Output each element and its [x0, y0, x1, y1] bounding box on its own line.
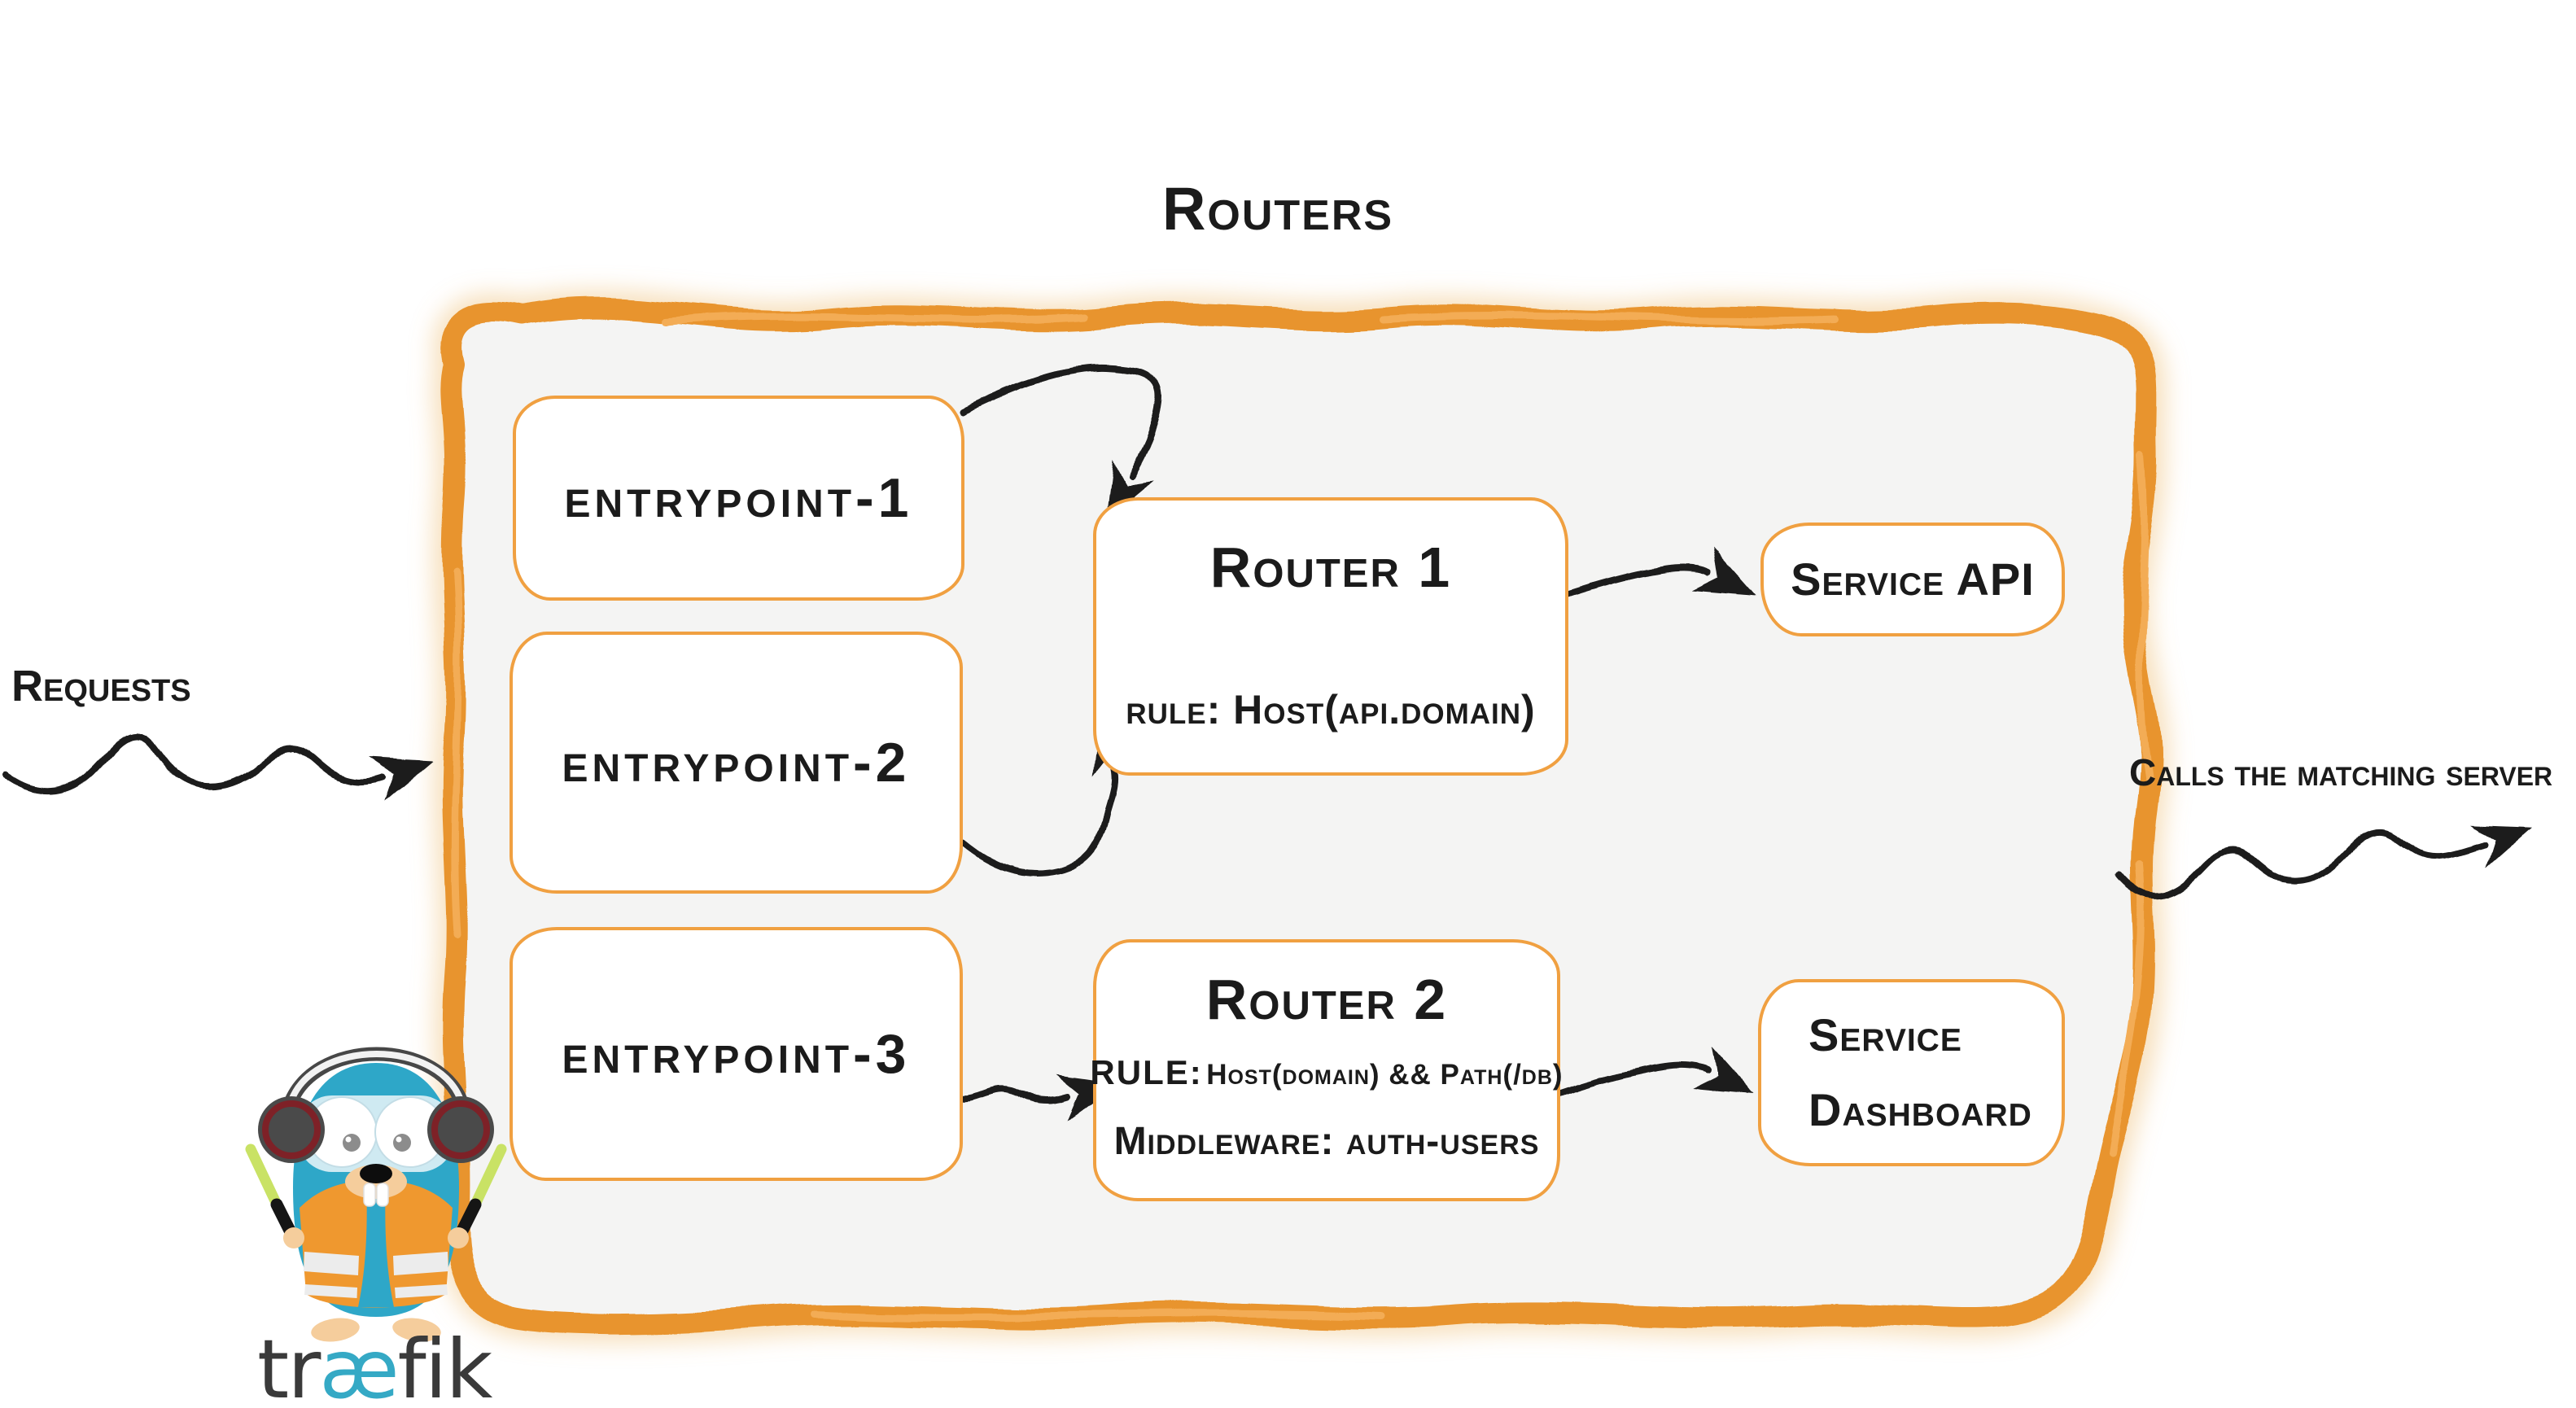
arrow-entrypoint2-to-router1	[960, 714, 1138, 877]
service-dashboard-label-line2: Dashboard	[1808, 1084, 2032, 1135]
tooth-right	[376, 1183, 389, 1207]
entrypoint-1-box: entrypoint-1	[513, 396, 964, 601]
hand-left	[283, 1227, 304, 1248]
wand-right-stick	[468, 1143, 507, 1213]
router-2-rule-value: Host(domain) && Path(/db)	[1206, 1059, 1564, 1091]
wand-left-grip	[270, 1198, 296, 1237]
router-1-box: Router 1 rule: Host(api.domain)	[1093, 497, 1568, 776]
arrow-requests-in	[3, 732, 433, 802]
traefik-gopher-mascot	[245, 1047, 507, 1342]
wordmark-pre: tr	[257, 1322, 321, 1408]
service-api-box: Service API	[1760, 523, 2065, 636]
entrypoint-2-box: entrypoint-2	[510, 632, 963, 894]
frame-brush-accent-bottom	[810, 1310, 1388, 1321]
entrypoint-3-box: entrypoint-3	[510, 927, 963, 1181]
router-2-rule-prefix: Rule:	[1090, 1053, 1203, 1091]
diagram-title: Routers	[1161, 175, 1394, 243]
router-2-rule: Rule: Host(domain) && Path(/db)	[1090, 1043, 1563, 1110]
hand-right	[448, 1227, 469, 1248]
vest-stripe-right-top	[393, 1252, 448, 1275]
gopher-foot-right	[392, 1318, 441, 1342]
service-dashboard-label-line1: Service	[1808, 1009, 1962, 1060]
frame-brush-accent-left	[451, 566, 462, 940]
frame-brush-accent-top	[663, 312, 1835, 326]
router-1-title: Router 1	[1209, 536, 1452, 599]
router-2-middleware: Middleware: auth-users	[1113, 1120, 1540, 1163]
gopher-foot-left	[311, 1318, 360, 1342]
traefik-wordmark: træfik	[257, 1322, 493, 1408]
calls-label: Calls the matching server	[2129, 751, 2553, 794]
router-1-rule: rule: Host(api.domain)	[1126, 687, 1536, 732]
wand-left-stick	[245, 1143, 284, 1213]
ear-cup-right-ring	[431, 1100, 490, 1159]
router-2-box: Router 2 Rule: Host(domain) && Path(/db)…	[1090, 939, 1563, 1201]
pupil-glint-left	[345, 1136, 352, 1143]
pupil-left	[343, 1134, 361, 1152]
frame-brush-accent-right	[2109, 452, 2153, 1160]
vest-stripe-right-bottom	[395, 1284, 448, 1298]
requests-label: Requests	[11, 662, 191, 711]
headphone-band-highlight	[286, 1051, 466, 1108]
ear-cup-left-ring	[262, 1100, 321, 1159]
vest-center-gap	[358, 1182, 394, 1307]
service-dashboard-box: Service Dashboard	[1758, 979, 2065, 1166]
pupil-glint-right	[396, 1136, 402, 1143]
router-2-title: Router 2	[1205, 968, 1448, 1031]
service-api-label: Service API	[1791, 553, 2035, 605]
arrow-router2-to-service-dashboard	[1549, 1046, 1754, 1100]
entrypoint-3-label: entrypoint-3	[562, 1023, 911, 1085]
entrypoint-1-label: entrypoint-1	[564, 467, 913, 529]
arrow-router1-to-service-api	[1550, 549, 1755, 602]
vest-stripe-left-top	[304, 1252, 359, 1275]
arrow-calls-out	[2114, 824, 2534, 900]
arrow-entrypoint1-to-router1	[960, 364, 1163, 523]
entrypoint-2-label: entrypoint-2	[562, 732, 911, 794]
vest-stripe-left-bottom	[304, 1284, 357, 1298]
wand-right-grip	[456, 1198, 482, 1237]
nose	[360, 1164, 392, 1183]
pupil-right	[393, 1134, 411, 1152]
tooth-left	[363, 1183, 376, 1207]
wordmark-ligature: æ	[319, 1322, 399, 1408]
wordmark-post: fik	[397, 1322, 493, 1408]
